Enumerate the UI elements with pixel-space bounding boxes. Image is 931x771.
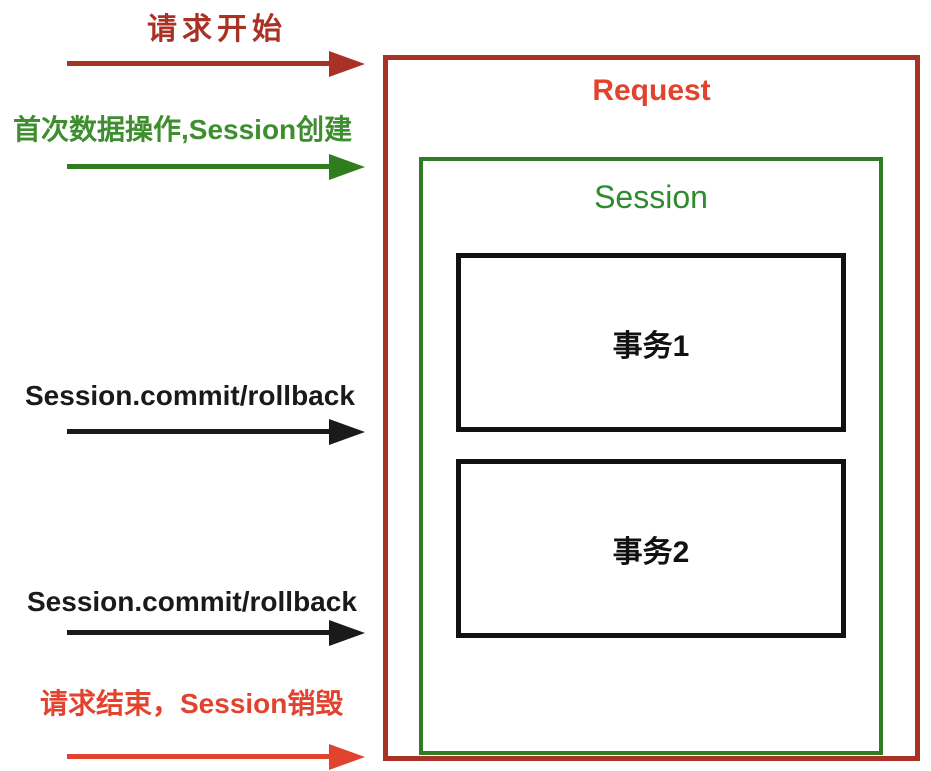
commit-rollback-arrow-1-icon (67, 419, 365, 445)
session-box-title: Session (594, 179, 708, 215)
arrow-shaft (67, 61, 335, 66)
arrow-shaft (67, 754, 335, 759)
request-box-title: Request (592, 74, 711, 107)
commit-rollback-arrow-2-icon (67, 620, 365, 646)
session-box: Session 事务1 事务2 (419, 157, 883, 755)
transaction-1-box: 事务1 (456, 253, 846, 432)
arrow-head-icon (329, 51, 365, 77)
commit-rollback-label-2: Session.commit/rollback (27, 586, 357, 617)
arrow-shaft (67, 164, 335, 169)
arrow-head-icon (329, 744, 365, 770)
transaction-2-label: 事务2 (612, 535, 690, 569)
request-end-label: 请求结束，Session销毁 (40, 688, 344, 719)
transaction-1-label: 事务1 (612, 329, 690, 363)
commit-rollback-label-1: Session.commit/rollback (25, 380, 355, 411)
request-start-arrow-icon (67, 51, 365, 77)
arrow-head-icon (329, 620, 365, 646)
arrow-head-icon (329, 419, 365, 445)
arrow-shaft (67, 630, 335, 635)
request-end-arrow-icon (67, 744, 365, 770)
arrow-shaft (67, 429, 335, 434)
session-create-arrow-icon (67, 154, 365, 180)
request-box: Request Session 事务1 事务2 (383, 55, 920, 761)
arrow-head-icon (329, 154, 365, 180)
transaction-2-box: 事务2 (456, 459, 846, 638)
request-start-label: 请求开始 (147, 13, 287, 46)
session-create-label: 首次数据操作,Session创建 (13, 114, 353, 145)
